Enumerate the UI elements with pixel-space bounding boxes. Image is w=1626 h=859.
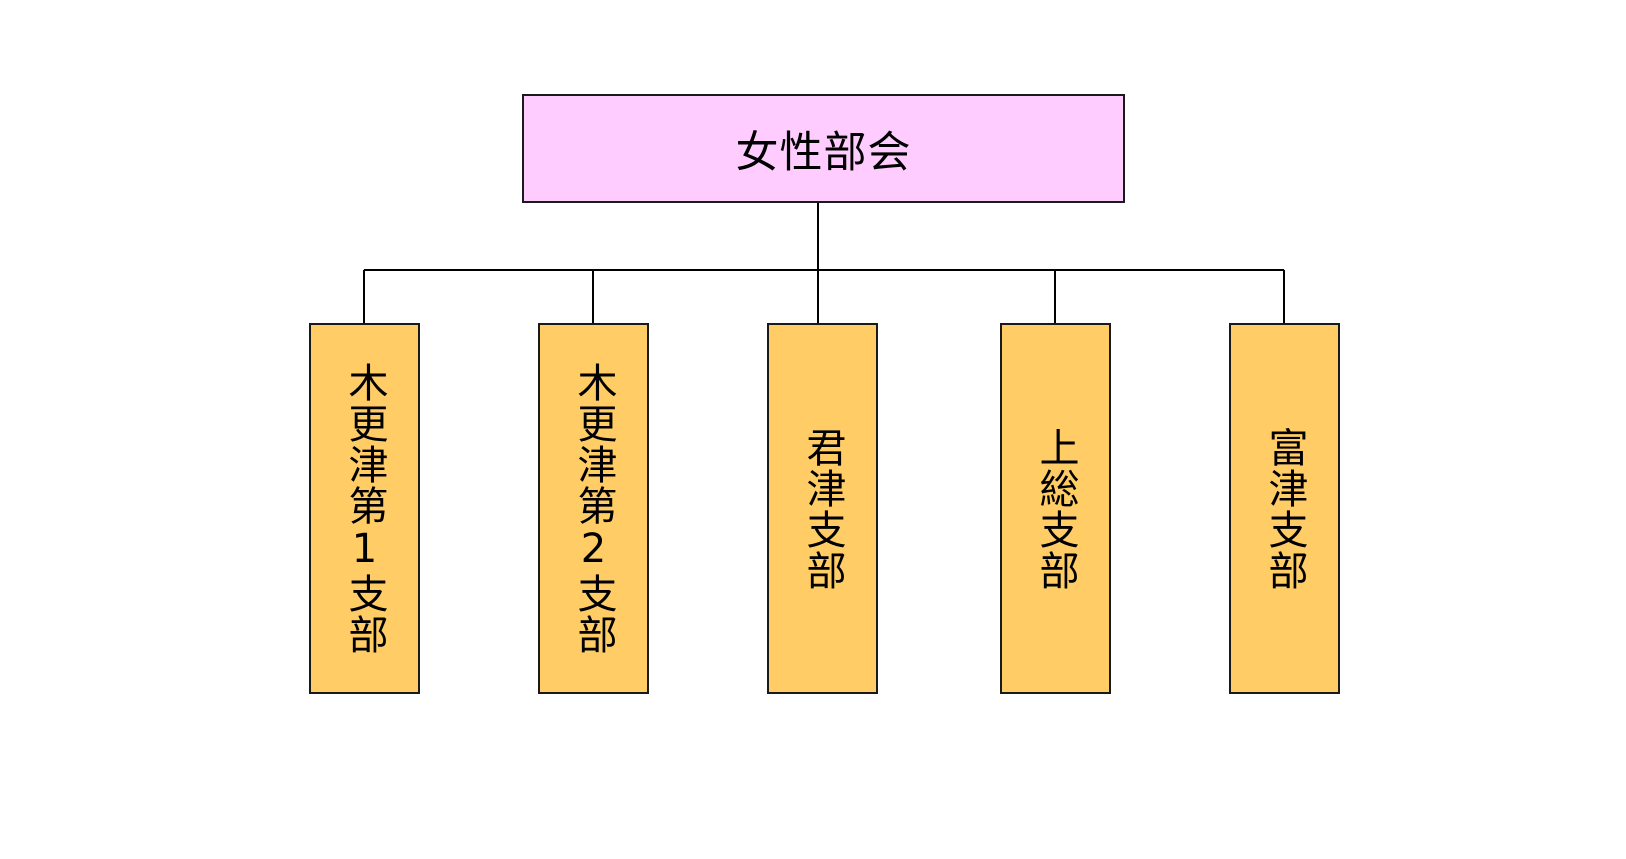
branch-node-box-3: 君津支部 bbox=[767, 323, 878, 694]
branch-node-box-5: 富津支部 bbox=[1229, 323, 1340, 694]
branch-node-label-3: 君津支部 bbox=[799, 426, 846, 591]
branch-node-label-2: 木更津第2支部 bbox=[570, 362, 617, 655]
root-node-label: 女性部会 bbox=[735, 127, 912, 178]
branch-node-box-2: 木更津第2支部 bbox=[538, 323, 649, 694]
branch-node-label-4: 上総支部 bbox=[1032, 426, 1079, 591]
root-node-box: 女性部会 bbox=[522, 94, 1125, 203]
branch-node-label-1: 木更津第1支部 bbox=[341, 362, 388, 655]
branch-node-label-5: 富津支部 bbox=[1261, 426, 1308, 591]
branch-node-box-4: 上総支部 bbox=[1000, 323, 1111, 694]
branch-node-box-1: 木更津第1支部 bbox=[309, 323, 420, 694]
